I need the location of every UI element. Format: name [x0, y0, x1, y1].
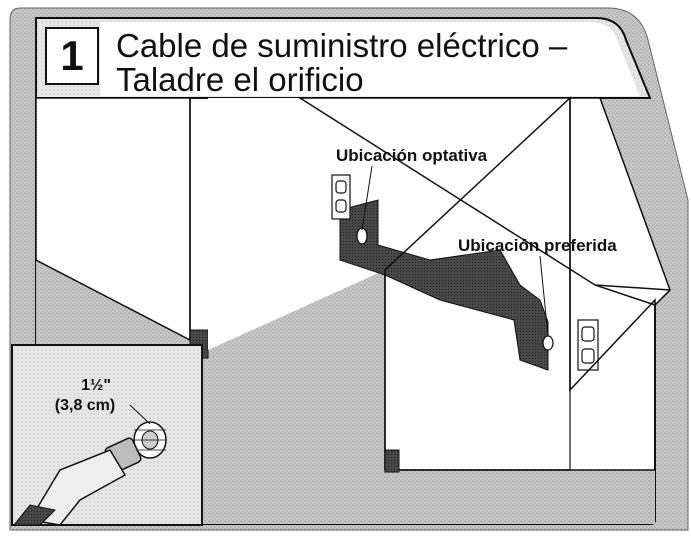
wall-opening: [339, 199, 549, 371]
leader-preferred: [539, 255, 549, 337]
right-toe-kick: [384, 449, 400, 473]
countertop-front: [594, 284, 671, 291]
step-number: 1: [60, 32, 84, 79]
drill-inset: [11, 344, 203, 526]
leader-optional: [361, 165, 373, 231]
drill-size-metric: (3,8 cm): [54, 397, 116, 414]
step-number-box: [45, 27, 99, 85]
optional-location-label: Ubicación optativa: [336, 146, 488, 165]
title-box-inner: [100, 22, 640, 96]
step-title-line-1: Cable de suministro eléctrico –: [116, 27, 568, 64]
hole-optional: [356, 227, 368, 245]
preferred-location-label: Ubicación preferida: [458, 236, 617, 255]
outlet-right: [577, 319, 599, 371]
hole-preferred: [542, 335, 554, 351]
outlet-left: [331, 174, 351, 220]
step-title-line-2: Taladre el orificio: [116, 61, 364, 98]
drill-size-imperial: 1½": [81, 377, 111, 394]
countertop: [297, 97, 671, 306]
